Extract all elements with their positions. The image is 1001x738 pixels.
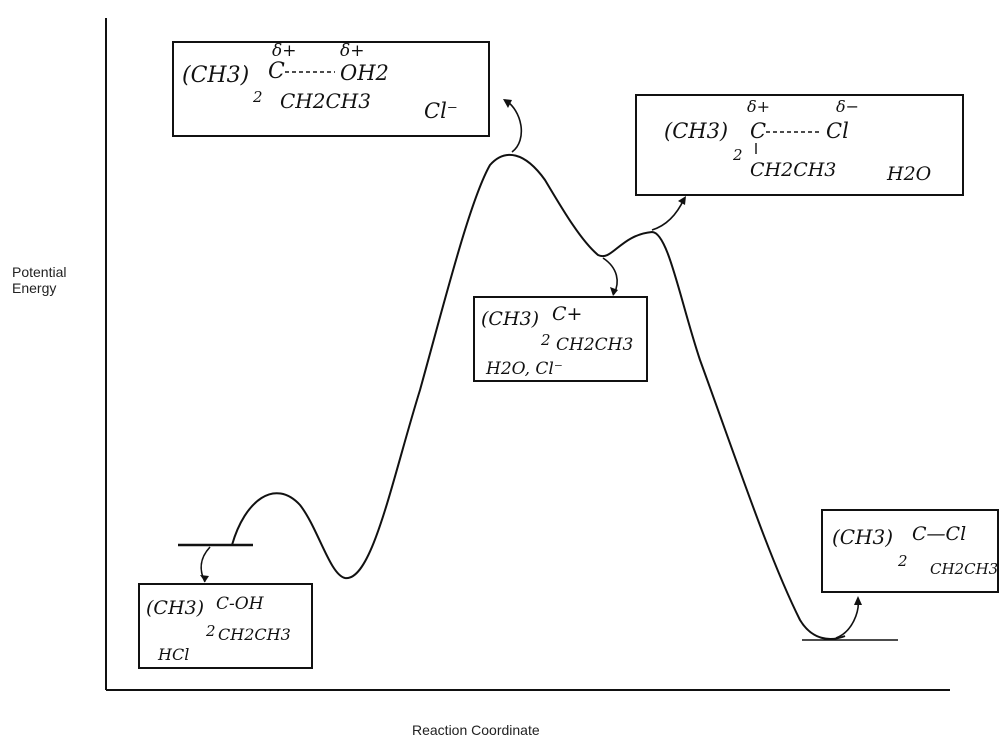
reactant-sub: 2 [205,622,216,640]
ts2-sub: 2 [732,146,743,164]
ts1-partial-left: δ+ [272,41,296,61]
y-axis-label-line2: Energy [12,280,57,297]
ts2-partial-right: δ− [836,97,859,116]
intermediate-group: (CH3) [481,308,539,330]
y-axis-label: Potential Energy [12,264,66,296]
ts2-center: C [750,119,766,143]
arrowhead-ts1 [503,99,512,108]
ts2-entering: Cl [826,119,849,143]
arrow-intermediate [602,257,618,295]
arrowhead-product [854,596,862,605]
product-branch: CH2CH3 [930,560,998,578]
reactant-center: C-OH [216,594,265,614]
reactant-group: (CH3) [146,597,204,619]
x-axis-label: Reaction Coordinate [412,722,540,738]
ts1-sub: 2 [252,88,263,106]
ts1-box: (CH3) 2 C δ+ δ+ OH2 CH2CH3 Cl⁻ [172,41,490,137]
ts1-extra: Cl⁻ [424,99,458,123]
ts1-center: C [268,59,285,84]
ts2-extra: H2O [886,163,932,185]
arrowhead-intermediate [610,287,618,296]
ts1-branch: CH2CH3 [280,89,371,113]
intermediate-extra: H2O, Cl⁻ [485,359,563,379]
energy-curve [231,154,846,640]
product-group: (CH3) [832,525,893,549]
ts1-partial-right: δ+ [340,41,364,61]
intermediate-center: C+ [552,303,582,325]
intermediate-sub: 2 [540,331,551,349]
ts1-leaving: OH2 [340,61,389,85]
y-axis-label-line1: Potential [12,264,67,280]
product-center: C—Cl [912,523,966,545]
arrow-ts2 [651,198,685,231]
product-box: (CH3) 2 C—Cl CH2CH3 [821,509,999,593]
product-sub: 2 [897,552,908,570]
ts2-partial-left: δ+ [747,97,770,116]
intermediate-box: (CH3) 2 C+ CH2CH3 H2O, Cl⁻ [473,296,648,382]
arrowhead-reactant [200,575,209,582]
reactant-extra: HCl [157,645,189,664]
arrowhead-ts2 [678,196,686,205]
ts2-group: (CH3) [664,119,728,143]
reactant-box: (CH3) 2 C-OH CH2CH3 HCl [138,583,313,669]
ts2-box: (CH3) 2 δ+ C δ− Cl CH2CH3 H2O [635,94,964,196]
ts2-branch: CH2CH3 [750,159,836,181]
ts1-group: (CH3) [182,63,249,88]
intermediate-branch: CH2CH3 [556,335,633,355]
reactant-branch: CH2CH3 [218,625,291,644]
arrow-ts1 [504,99,523,153]
